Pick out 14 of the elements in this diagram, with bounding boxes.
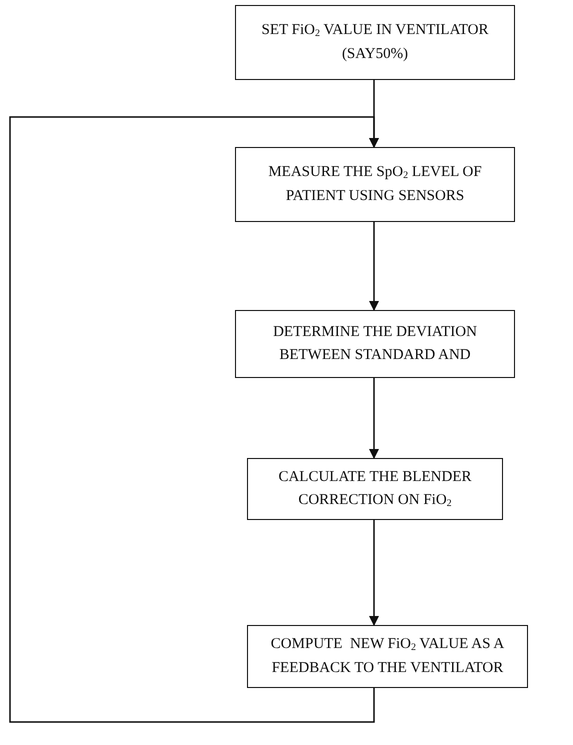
step-text: DETERMINE THE DEVIATION BETWEEN STANDARD AND (272, 322, 478, 365)
process-box (235, 5, 515, 80)
arrow (9, 116, 379, 723)
step-text: SET FiO$_{2}$ VALUE IN VENTILATOR (SAY50%) (260, 21, 490, 64)
step-text: MEASURE THE SpO$_{2}$ LEVEL OF PATIENT USING SENSORS (267, 163, 483, 206)
process-box (247, 625, 528, 688)
arrow (369, 520, 379, 626)
arrow (369, 222, 379, 311)
process-box (235, 310, 515, 378)
step-text: CALCULATE THE BLENDER CORRECTION ON FiO$_{2}$ (277, 468, 473, 511)
arrow (369, 378, 379, 459)
process-box (247, 458, 503, 520)
step-text: COMPUTE NEW FiO$_{2}$ VALUE AS A FEEDBACK TO THE VENTILATOR (270, 635, 506, 678)
process-box (235, 147, 515, 222)
